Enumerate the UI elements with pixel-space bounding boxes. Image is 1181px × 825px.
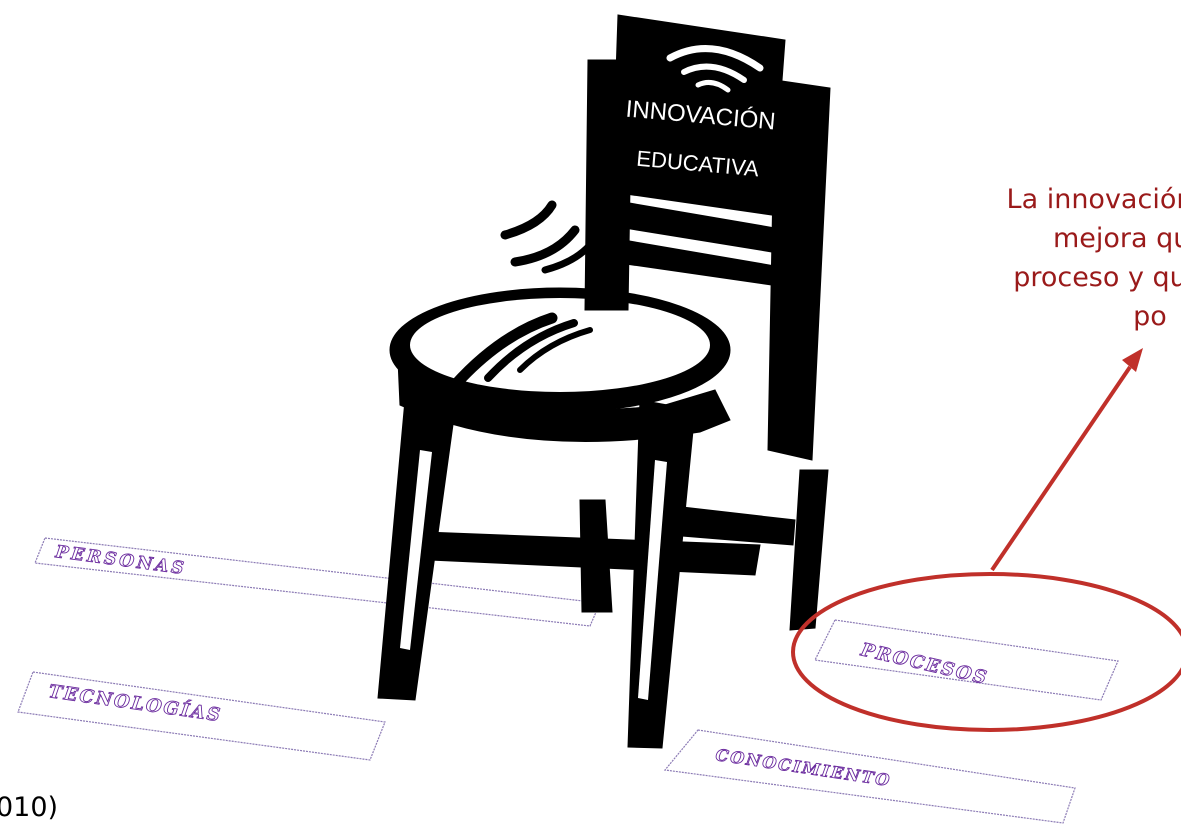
chair-back-upright-right: [767, 79, 831, 461]
callout-line-1: La innovación: [1006, 184, 1181, 215]
chair-backrest-slat-1: [611, 199, 776, 253]
chair-front-leg-right: [627, 399, 696, 749]
highlight-ellipse: [791, 572, 1181, 732]
callout-line-2: mejora que: [1052, 223, 1181, 254]
label-procesos: PROCESOS: [814, 619, 1119, 701]
callout-text: La innovación mejora que proceso y qu po: [900, 180, 1181, 336]
label-personas-text: PERSONAS: [53, 542, 187, 579]
chair-back-leg-right: [789, 469, 829, 631]
callout-line-4: po: [1133, 301, 1167, 332]
callout-arrow: [990, 365, 1132, 572]
label-conocimiento: CONOCIMIENTO: [663, 729, 1076, 824]
chair-backrest-panel: [611, 14, 786, 216]
label-conocimiento-text: CONOCIMIENTO: [714, 745, 892, 790]
chair-backrest-slat-2: [611, 237, 776, 286]
callout-arrow-head: [1122, 348, 1143, 372]
label-tecnologias: TECNOLOGÍAS: [17, 671, 386, 761]
label-procesos-text: PROCESOS: [858, 639, 990, 689]
callout-line-3: proceso y qu: [1013, 262, 1181, 293]
footer-note: 010): [0, 792, 59, 823]
chair: [377, 14, 831, 749]
